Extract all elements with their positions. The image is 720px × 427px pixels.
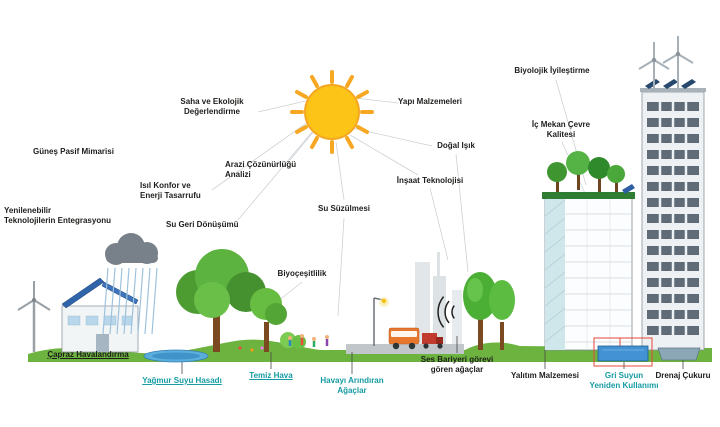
- label-yapi-malzemeleri: Yapı Malzemeleri: [397, 97, 463, 106]
- label-su-suzulmesi: Su Süzülmesi: [317, 204, 371, 213]
- label-gri-suyun-kullanimi: Gri Suyun Yeniden Kullanımı: [589, 371, 659, 391]
- label-isil-konfor: Isıl Konfor ve Enerji Tasarrufu: [140, 181, 201, 201]
- tower-solar-panels: [645, 79, 696, 89]
- label-dogal-isik: Doğal Işık: [437, 141, 475, 150]
- label-su-geri-donusumu: Su Geri Dönüşümü: [166, 220, 239, 229]
- label-yalitim-malzemesi: Yalıtım Malzemesi: [510, 371, 580, 380]
- truck-icon: [422, 333, 443, 349]
- label-havayi-arindiran-agaclar: Havayı Arındıran Ağaçlar: [320, 376, 384, 396]
- road: [346, 344, 464, 354]
- green-roof-strip: [542, 192, 635, 199]
- label-arazi-cozunurlugu: Arazi Çözünürlüğü Analizi: [225, 160, 297, 180]
- rain-cloud-icon: [102, 233, 158, 335]
- label-leader-lines: [181, 336, 684, 374]
- rainwater-pond: [143, 349, 209, 363]
- people-figures: [288, 334, 329, 347]
- greywater-basin: [593, 337, 653, 367]
- sound-wave-arcs: [437, 296, 455, 328]
- sun-icon: [290, 70, 374, 154]
- bus-icon: [388, 327, 420, 350]
- label-saha-ekolojik: Saha ve Ekolojik Değerlendirme: [180, 97, 244, 117]
- label-yenilenebilir-teknolojiler: Yenilenebilir Teknolojilerin Entegrasyon…: [4, 206, 111, 226]
- label-gunes-pasif-mimarisi: Güneş Pasif Mimarisi: [33, 147, 114, 156]
- green-roof-building: [542, 151, 635, 351]
- rooftop-solar-panel: [622, 184, 635, 194]
- label-capraz-havalandirma: Çapraz Havalandırma: [47, 350, 129, 359]
- label-drenaj-cukuru: Drenaj Çukuru: [655, 371, 711, 380]
- sound-barrier-trees: [463, 272, 515, 350]
- label-ses-bariyeri-agaclar: Ses Bariyeri görevi gören ağaçlar: [420, 355, 494, 375]
- background-city: [415, 252, 462, 348]
- wind-turbines-right-icon: [638, 36, 694, 92]
- solar-building-left: [61, 277, 139, 353]
- sun-connector-lines: [211, 79, 589, 317]
- label-yagmur-suyu-hasadi: Yağmur Suyu Hasadı: [142, 376, 222, 385]
- label-insaat-teknolojisi: İnşaat Teknolojisi: [396, 176, 464, 185]
- tall-tower-building: [640, 79, 706, 351]
- rooftop-trees: [547, 151, 625, 192]
- drainage-pit-shape: [657, 347, 701, 361]
- wind-turbine-left-icon: [17, 281, 51, 352]
- trees-center: [176, 249, 306, 352]
- label-biyolojik-iyilestirme: Biyolojik İyileştirme: [514, 66, 590, 75]
- label-biyocesitlilik: Biyoçeşitlilik: [277, 269, 327, 278]
- label-ic-mekan-cevre: İç Mekan Çevre Kalitesi: [531, 120, 591, 140]
- label-temiz-hava: Temiz Hava: [249, 371, 293, 380]
- street-lamp-icon: [373, 297, 389, 346]
